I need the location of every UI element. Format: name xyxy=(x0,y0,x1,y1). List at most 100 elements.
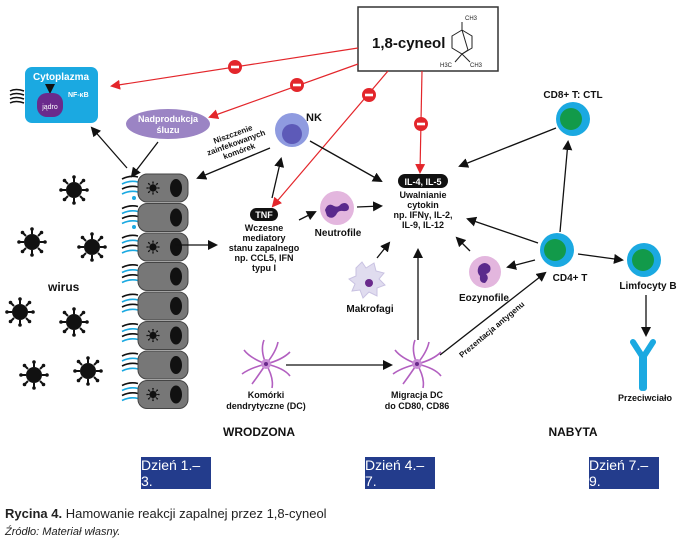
epithelial-cells xyxy=(121,173,189,409)
epithelial-cell xyxy=(121,321,189,350)
cd8-cell: CD8+ T: CTL xyxy=(543,90,603,136)
epithelial-cell xyxy=(121,350,189,380)
compound-box: 1,8-cyneol CH3 H3C CH3 xyxy=(357,6,499,72)
virus-icon xyxy=(145,328,161,343)
antibody-icon xyxy=(630,339,656,391)
epithelial-cell xyxy=(121,291,189,321)
bcell: Limfocyty B xyxy=(619,243,677,292)
nk-cell: NK Niszczenie zainfekowanych komórek xyxy=(206,112,322,161)
svg-text:do CD80, CD86: do CD80, CD86 xyxy=(385,401,450,411)
eosinophil: Eozynofile xyxy=(459,256,509,304)
tnf-badge-label: TNF xyxy=(255,210,273,220)
caption-text: Hamowanie reakcji zapalnej przez 1,8-cyn… xyxy=(62,506,327,521)
mucus-line2: śluzu xyxy=(156,125,179,135)
nfkb-label: NF-κB xyxy=(68,92,89,99)
cd4-to-bcells-arrow xyxy=(577,253,624,264)
epithelium-to-cytoplasm-arrow xyxy=(90,126,128,169)
nucleus-icon xyxy=(37,93,63,117)
figure-source: Źródło: Materiał własny. xyxy=(5,526,121,538)
eosinophils-to-cytokines-arrow xyxy=(455,236,471,252)
cd4-to-cd8-arrow xyxy=(559,140,573,233)
inhibit-symbol-icon xyxy=(362,88,376,102)
svg-text:np. CCL5, IFN: np. CCL5, IFN xyxy=(235,253,294,263)
bcells-label: Limfocyty B xyxy=(619,281,676,292)
ch3-right-label: CH3 xyxy=(470,63,483,69)
cilia-icon xyxy=(9,88,25,104)
virus-icon xyxy=(18,359,50,391)
mucus-to-epithelium-arrow xyxy=(130,141,159,178)
innate-phase-label: WRODZONA xyxy=(223,425,295,439)
svg-text:stanu zapalnego: stanu zapalnego xyxy=(229,243,300,253)
tnf-block: TNF Wczesne mediatory stanu zapalnego np… xyxy=(229,208,300,273)
svg-text:np. IFNγ, IL-2,: np. IFNγ, IL-2, xyxy=(393,210,452,220)
inhibit-symbol-icon xyxy=(414,117,428,131)
antibody-label: Przeciwciało xyxy=(618,393,673,403)
tnf-to-nk-arrow xyxy=(271,157,285,199)
neutrophil: Neutrofile xyxy=(315,191,362,239)
cd4-to-eosinophils-arrow xyxy=(506,259,536,270)
virus-label: wirus xyxy=(47,280,80,294)
epithelial-cell xyxy=(121,380,189,409)
il4-il5-badge xyxy=(398,174,448,188)
tnf-badge xyxy=(250,208,278,221)
inhibit-mucus-arrow xyxy=(208,63,359,120)
cd8-label: CD8+ T: CTL xyxy=(543,90,602,101)
macrophage: Makrofagi xyxy=(346,261,394,315)
inhibit-symbol-icon xyxy=(228,60,242,74)
svg-text:cytokin: cytokin xyxy=(407,200,439,210)
virus-icon xyxy=(76,231,108,263)
svg-text:dendrytyczne (DC): dendrytyczne (DC) xyxy=(226,401,306,411)
antigen-presentation-label: Prezentacja antygenu xyxy=(458,300,527,360)
epithelial-cell xyxy=(121,262,189,291)
eosinophils-label: Eozynofile xyxy=(459,293,509,304)
cd4-to-cytokines-arrow xyxy=(466,216,539,244)
cytokines-block: IL-4, IL-5 Uwalnianie cytokin np. IFNγ, … xyxy=(393,174,453,230)
dendritic-cell-icon xyxy=(241,339,291,389)
cineole-structure-icon xyxy=(451,22,473,63)
figure-caption: Rycina 4. Hamowanie reakcji zapalnej prz… xyxy=(5,506,327,521)
virus-icon xyxy=(16,226,48,258)
cd4-cell: CD4+ T xyxy=(540,233,587,284)
compound-name: 1,8-cyneol xyxy=(372,35,445,52)
cytoplasm-title: Cytoplazma xyxy=(33,72,90,83)
neutrophils-to-cytokines-arrow xyxy=(356,201,383,212)
nk-kill-arrow xyxy=(196,147,271,180)
svg-text:mediatory: mediatory xyxy=(242,233,285,243)
macrophages-to-cytokines-arrow xyxy=(376,241,391,259)
dc-label: Komórki dendrytyczne (DC) xyxy=(226,390,306,411)
adaptive-phase-label: NABYTA xyxy=(548,425,597,439)
svg-text:Migracja DC: Migracja DC xyxy=(391,390,444,400)
nk-label: NK xyxy=(306,112,322,124)
neutrophils-label: Neutrofile xyxy=(315,228,362,239)
virus-icon xyxy=(72,355,104,387)
epithelial-cell xyxy=(121,203,189,232)
nucleus-label: jądro xyxy=(41,104,58,111)
cytoplasm-box: Cytoplazma NF-κB jądro xyxy=(9,67,98,123)
virus-icon xyxy=(4,296,36,328)
ch3-top-label: CH3 xyxy=(465,16,478,22)
day-box-3: Dzień 7.–9. xyxy=(589,457,659,489)
svg-text:IL-9, IL-12: IL-9, IL-12 xyxy=(402,220,444,230)
cd8-to-cytokines-arrow xyxy=(458,127,557,168)
virus-cluster: wirus xyxy=(4,174,108,391)
cd4-label: CD4+ T xyxy=(553,273,588,284)
svg-text:IL-4, IL-5: IL-4, IL-5 xyxy=(404,177,441,187)
nk-to-cytokines-arrow xyxy=(309,140,383,182)
h3c-label: H3C xyxy=(440,63,453,69)
dc-migration-label: Migracja DC do CD80, CD86 xyxy=(385,390,450,411)
svg-text:Komórki: Komórki xyxy=(248,390,285,400)
virus-icon xyxy=(58,174,90,206)
antibody: Przeciwciało xyxy=(618,339,673,403)
caption-label: Rycina 4. xyxy=(5,506,63,521)
virus-icon xyxy=(145,180,161,196)
mucus-ellipse: Nadprodukcja śluzu xyxy=(126,109,210,139)
inhibit-symbol-icon xyxy=(290,78,304,92)
antigen-presentation-arrow xyxy=(439,271,547,356)
mucus-line1: Nadprodukcja xyxy=(138,114,199,124)
svg-text:Uwalnianie: Uwalnianie xyxy=(399,190,446,200)
day-box-1: Dzień 1.–3. xyxy=(141,457,211,489)
svg-text:typu I: typu I xyxy=(252,263,276,273)
day-box-2: Dzień 4.–7. xyxy=(365,457,435,489)
droplet-icon xyxy=(132,225,136,229)
